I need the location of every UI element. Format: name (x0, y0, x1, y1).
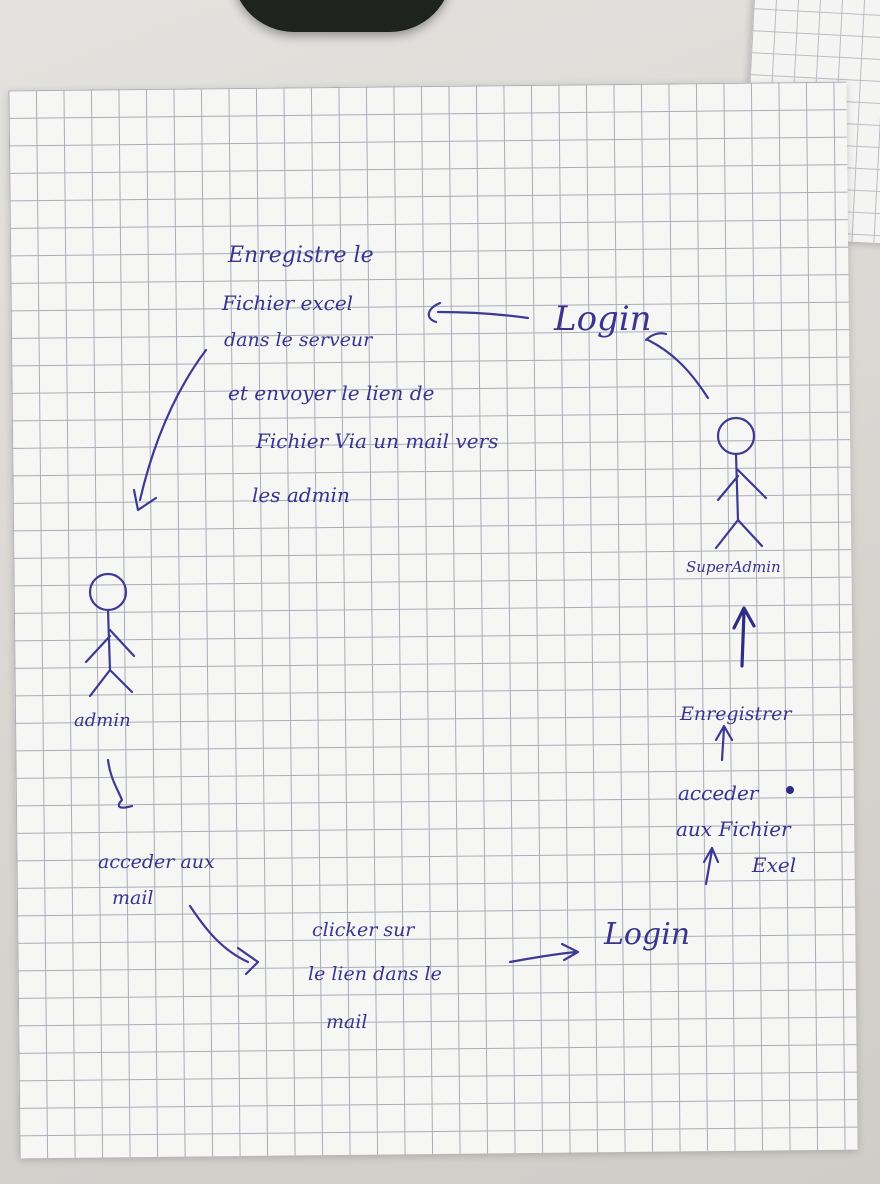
acceder-fichier-line: Exel (751, 853, 796, 877)
top-note: Enregistre le Fichier excel dans le serv… (221, 243, 498, 507)
enregistrer-label: Enregistrer (679, 703, 793, 725)
admin-label: admin (74, 710, 131, 731)
superadmin-figure-icon (714, 416, 768, 550)
acceder-fichier-line: aux Fichier (676, 817, 792, 841)
top-note-line: dans le serveur (224, 329, 374, 351)
bottom-note-line: le lien dans le (308, 963, 442, 985)
bottom-note-line: mail (326, 1011, 368, 1033)
arrow-up-to-superadmin (732, 606, 756, 668)
bottom-note-line: clicker sur (312, 919, 416, 941)
arrow-login-to-acceder (702, 846, 720, 886)
top-note-line: Fichier excel (221, 291, 353, 315)
acceder-fichier-line: acceder (678, 781, 760, 805)
acceder-mail-line: mail (112, 887, 154, 909)
superadmin-label: SuperAdmin (686, 558, 781, 576)
login-top-label: Login (553, 299, 652, 339)
arrow-login-to-note (427, 301, 530, 324)
arc-superadmin-to-login (644, 332, 710, 400)
arrow-note-to-admin (132, 348, 208, 512)
top-note-line: Fichier Via un mail vers (255, 429, 498, 453)
arrow-up-to-enregistrer (714, 724, 734, 762)
ink-dot (786, 786, 794, 794)
admin-figure-icon (84, 572, 136, 698)
arrow-admin-down (106, 758, 134, 809)
login-bottom-label: Login (603, 917, 690, 952)
arrow-clicker-to-login (508, 942, 580, 964)
top-note-line: les admin (252, 483, 350, 507)
top-note-line: et envoyer le lien de (228, 381, 434, 405)
acceder-mail-line: acceder aux (98, 851, 215, 873)
arrow-mail-to-clicker (188, 904, 260, 976)
top-note-line: Enregistre le (227, 243, 374, 268)
